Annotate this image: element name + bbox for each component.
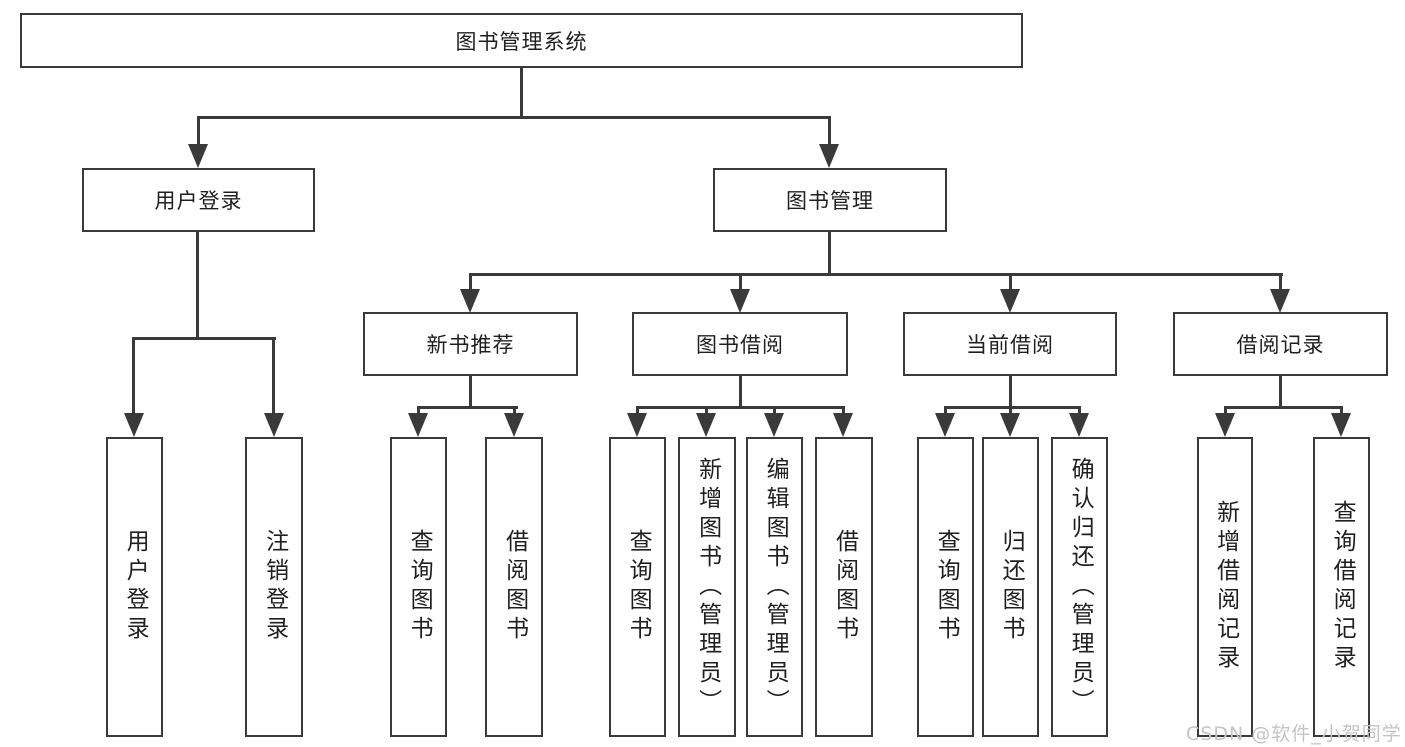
node-borrowing-borrow-books: 借阅图书 bbox=[815, 437, 873, 737]
node-recommend-query-books: 查询图书 bbox=[390, 437, 447, 737]
arrowhead-icon bbox=[188, 144, 208, 168]
connector-line bbox=[417, 406, 518, 409]
connector-line bbox=[469, 273, 1283, 276]
node-label: 编辑图书（管理员） bbox=[762, 456, 789, 718]
node-records-query-borrow-record: 查询借阅记录 bbox=[1313, 437, 1370, 737]
connector-line bbox=[705, 406, 708, 418]
node-user-login: 用户登录 bbox=[82, 168, 315, 232]
arrowhead-icon bbox=[1000, 289, 1020, 313]
connector-line bbox=[1224, 406, 1227, 418]
node-borrowing-add-books-admin: 新增图书（管理员） bbox=[678, 437, 736, 737]
node-borrowing-edit-books-admin: 编辑图书（管理员） bbox=[746, 437, 803, 737]
connector-line bbox=[739, 375, 742, 409]
arrowhead-icon bbox=[1000, 413, 1020, 437]
node-current-borrowing: 当前借阅 bbox=[903, 312, 1117, 376]
node-label: 用户登录 bbox=[122, 529, 149, 645]
arrowhead-icon bbox=[1215, 413, 1235, 437]
node-book-management-system: 图书管理系统 bbox=[20, 13, 1023, 68]
node-recommend-borrow-books: 借阅图书 bbox=[485, 437, 543, 737]
connector-line bbox=[828, 116, 831, 148]
node-user-login-leaf: 用户登录 bbox=[106, 437, 163, 737]
node-current-query-books: 查询图书 bbox=[917, 437, 974, 737]
arrowhead-icon bbox=[935, 413, 955, 437]
connector-line bbox=[944, 406, 947, 418]
connector-line bbox=[1340, 406, 1343, 418]
node-borrowing-records: 借阅记录 bbox=[1173, 312, 1388, 376]
node-current-confirm-return-admin: 确认归还（管理员） bbox=[1051, 437, 1108, 737]
arrowhead-icon bbox=[408, 413, 428, 437]
connector-line bbox=[197, 116, 200, 148]
connector-line bbox=[842, 406, 845, 418]
connector-line bbox=[1009, 273, 1012, 293]
arrowhead-icon bbox=[833, 413, 853, 437]
arrowhead-icon bbox=[460, 289, 480, 313]
connector-line bbox=[513, 406, 516, 418]
node-label: 查询图书 bbox=[933, 529, 960, 645]
node-label: 查询图书 bbox=[625, 529, 652, 645]
arrowhead-icon bbox=[504, 413, 524, 437]
connector-line bbox=[636, 406, 639, 418]
node-label: 确认归还（管理员） bbox=[1067, 456, 1094, 718]
connector-line bbox=[469, 375, 472, 409]
connector-line bbox=[1009, 406, 1012, 418]
connector-line bbox=[196, 232, 199, 340]
node-current-return-books: 归还图书 bbox=[982, 437, 1039, 737]
node-label: 归还图书 bbox=[998, 529, 1025, 645]
arrowhead-icon bbox=[124, 413, 144, 437]
connector-line bbox=[1009, 375, 1012, 409]
connector-line bbox=[132, 337, 135, 417]
connector-line bbox=[944, 406, 1081, 409]
node-new-book-recommend: 新书推荐 bbox=[363, 312, 578, 376]
connector-line bbox=[417, 406, 420, 418]
connector-line bbox=[1279, 273, 1282, 293]
node-label: 借阅图书 bbox=[831, 529, 858, 645]
arrowhead-icon bbox=[730, 289, 750, 313]
arrowhead-icon bbox=[1331, 413, 1351, 437]
node-book-management: 图书管理 bbox=[713, 168, 947, 232]
arrowhead-icon bbox=[819, 144, 839, 168]
arrowhead-icon bbox=[1069, 413, 1089, 437]
connector-line bbox=[272, 337, 275, 417]
node-label: 查询图书 bbox=[406, 529, 433, 645]
connector-line bbox=[132, 337, 276, 340]
node-label: 注销登录 bbox=[261, 529, 288, 645]
connector-line bbox=[636, 406, 845, 409]
arrowhead-icon bbox=[696, 413, 716, 437]
connector-line bbox=[520, 68, 523, 119]
arrowhead-icon bbox=[764, 413, 784, 437]
connector-line bbox=[469, 273, 472, 293]
node-label: 查询借阅记录 bbox=[1329, 500, 1356, 674]
node-label: 借阅图书 bbox=[501, 529, 528, 645]
csdn-watermark: CSDN @软件_小贺同学 bbox=[1186, 723, 1402, 745]
node-book-borrowing: 图书借阅 bbox=[632, 312, 848, 376]
connector-line bbox=[1279, 375, 1282, 409]
arrowhead-icon bbox=[1270, 289, 1290, 313]
node-logout: 注销登录 bbox=[245, 437, 303, 737]
arrowhead-icon bbox=[264, 413, 284, 437]
node-label: 新增图书（管理员） bbox=[694, 456, 721, 718]
connector-line bbox=[197, 116, 831, 119]
node-records-add-borrow-record: 新增借阅记录 bbox=[1197, 437, 1253, 737]
node-label: 新增借阅记录 bbox=[1212, 500, 1239, 674]
arrowhead-icon bbox=[627, 413, 647, 437]
node-borrowing-query-books: 查询图书 bbox=[609, 437, 666, 737]
connector-line bbox=[828, 232, 831, 276]
connector-line bbox=[1078, 406, 1081, 418]
connector-line bbox=[773, 406, 776, 418]
connector-line bbox=[739, 273, 742, 293]
connector-line bbox=[1224, 406, 1343, 409]
